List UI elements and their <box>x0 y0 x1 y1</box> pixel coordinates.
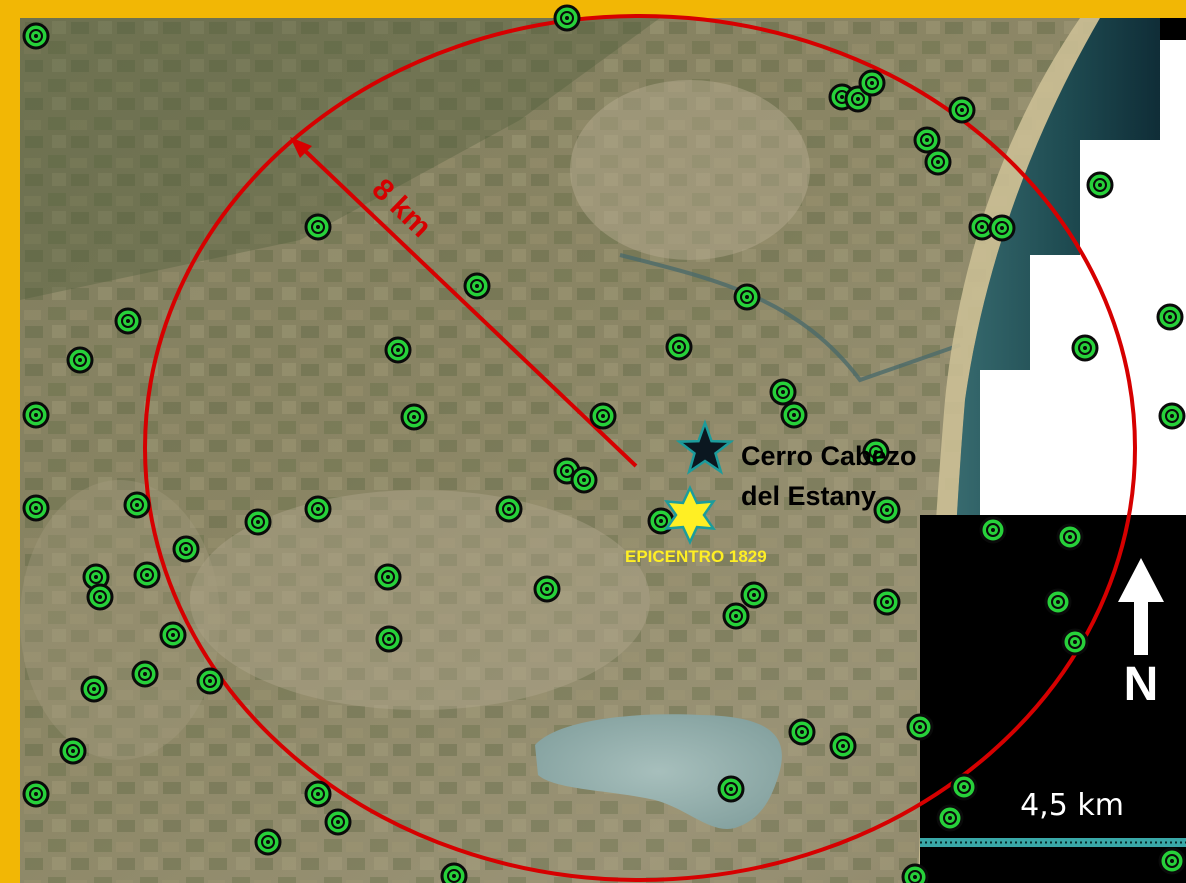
site-label-line2: del Estany <box>741 481 876 511</box>
green-target-icon[interactable] <box>463 272 491 300</box>
green-target-icon[interactable] <box>324 808 352 836</box>
green-target-icon[interactable] <box>1044 588 1072 616</box>
green-target-icon[interactable] <box>114 307 142 335</box>
imagery-gap-white <box>980 40 1186 515</box>
north-arrow-icon <box>1118 558 1164 655</box>
green-target-icon[interactable] <box>788 718 816 746</box>
green-target-icon[interactable] <box>159 621 187 649</box>
green-target-icon[interactable] <box>22 22 50 50</box>
green-target-icon[interactable] <box>172 535 200 563</box>
imagery-gap-black-top <box>1160 18 1186 40</box>
epicenter-label: EPICENTRO 1829 <box>625 547 767 566</box>
green-target-icon[interactable] <box>948 96 976 124</box>
black-star-icon[interactable] <box>675 419 735 475</box>
green-target-icon[interactable] <box>495 495 523 523</box>
green-target-icon[interactable] <box>740 581 768 609</box>
hill-area <box>570 80 810 260</box>
green-target-icon[interactable] <box>22 780 50 808</box>
survey-markers <box>22 4 1186 883</box>
green-target-icon[interactable] <box>829 732 857 760</box>
green-target-icon[interactable] <box>1071 334 1099 362</box>
green-target-icon[interactable] <box>440 862 468 883</box>
green-target-icon[interactable] <box>374 563 402 591</box>
canal <box>619 253 961 383</box>
green-target-icon[interactable] <box>950 773 978 801</box>
lagoon <box>535 714 782 829</box>
yellow-star-icon[interactable] <box>664 485 716 545</box>
green-target-icon[interactable] <box>913 126 941 154</box>
aerial-imagery <box>20 18 1186 883</box>
green-target-icon[interactable] <box>844 85 872 113</box>
north-fields <box>20 18 660 300</box>
green-target-icon[interactable] <box>858 69 886 97</box>
green-target-icon[interactable] <box>304 213 332 241</box>
green-target-icon[interactable] <box>862 438 890 466</box>
green-target-icon[interactable] <box>1056 523 1084 551</box>
green-target-icon[interactable] <box>873 588 901 616</box>
green-target-icon[interactable] <box>80 675 108 703</box>
radius-line <box>298 144 638 468</box>
green-target-icon[interactable] <box>906 713 934 741</box>
green-target-icon[interactable] <box>66 346 94 374</box>
green-target-icon[interactable] <box>384 336 412 364</box>
site-label-line1: Cerro Cabezo <box>741 441 917 471</box>
scale-bar <box>920 838 1186 847</box>
green-target-icon[interactable] <box>1086 171 1114 199</box>
green-target-icon[interactable] <box>254 828 282 856</box>
green-target-icon[interactable] <box>304 495 332 523</box>
green-target-icon[interactable] <box>733 283 761 311</box>
green-target-icon[interactable] <box>82 563 110 591</box>
green-target-icon[interactable] <box>375 625 403 653</box>
green-target-icon[interactable] <box>131 660 159 688</box>
north-label: N <box>1124 658 1159 711</box>
green-target-icon[interactable] <box>400 403 428 431</box>
green-target-icon[interactable] <box>22 494 50 522</box>
radius-circle <box>143 14 1137 882</box>
green-target-icon[interactable] <box>244 508 272 536</box>
green-target-icon[interactable] <box>196 667 224 695</box>
green-target-icon[interactable] <box>59 737 87 765</box>
green-target-icon[interactable] <box>533 575 561 603</box>
green-target-icon[interactable] <box>570 466 598 494</box>
green-target-icon[interactable] <box>936 804 964 832</box>
green-target-icon[interactable] <box>873 496 901 524</box>
green-target-icon[interactable] <box>86 583 114 611</box>
green-target-icon[interactable] <box>769 378 797 406</box>
green-target-icon[interactable] <box>553 4 581 32</box>
green-target-icon[interactable] <box>1158 402 1186 430</box>
green-target-icon[interactable] <box>1158 847 1186 875</box>
green-target-icon[interactable] <box>717 775 745 803</box>
green-target-icon[interactable] <box>22 401 50 429</box>
radius-arrowhead <box>290 137 312 158</box>
scale-label: 4,5 km <box>1020 788 1124 823</box>
west-urban-area <box>20 480 220 760</box>
green-target-icon[interactable] <box>780 401 808 429</box>
urban-area <box>190 490 650 710</box>
green-target-icon[interactable] <box>979 516 1007 544</box>
green-target-icon[interactable] <box>1156 303 1184 331</box>
green-target-icon[interactable] <box>924 148 952 176</box>
imagery-gap-black <box>920 515 1186 883</box>
green-target-icon[interactable] <box>722 602 750 630</box>
green-target-icon[interactable] <box>665 333 693 361</box>
green-target-icon[interactable] <box>988 214 1016 242</box>
green-target-icon[interactable] <box>133 561 161 589</box>
green-target-icon[interactable] <box>123 491 151 519</box>
green-target-icon[interactable] <box>304 780 332 808</box>
green-target-icon[interactable] <box>589 402 617 430</box>
green-target-icon[interactable] <box>901 863 929 883</box>
green-target-icon[interactable] <box>1061 628 1089 656</box>
